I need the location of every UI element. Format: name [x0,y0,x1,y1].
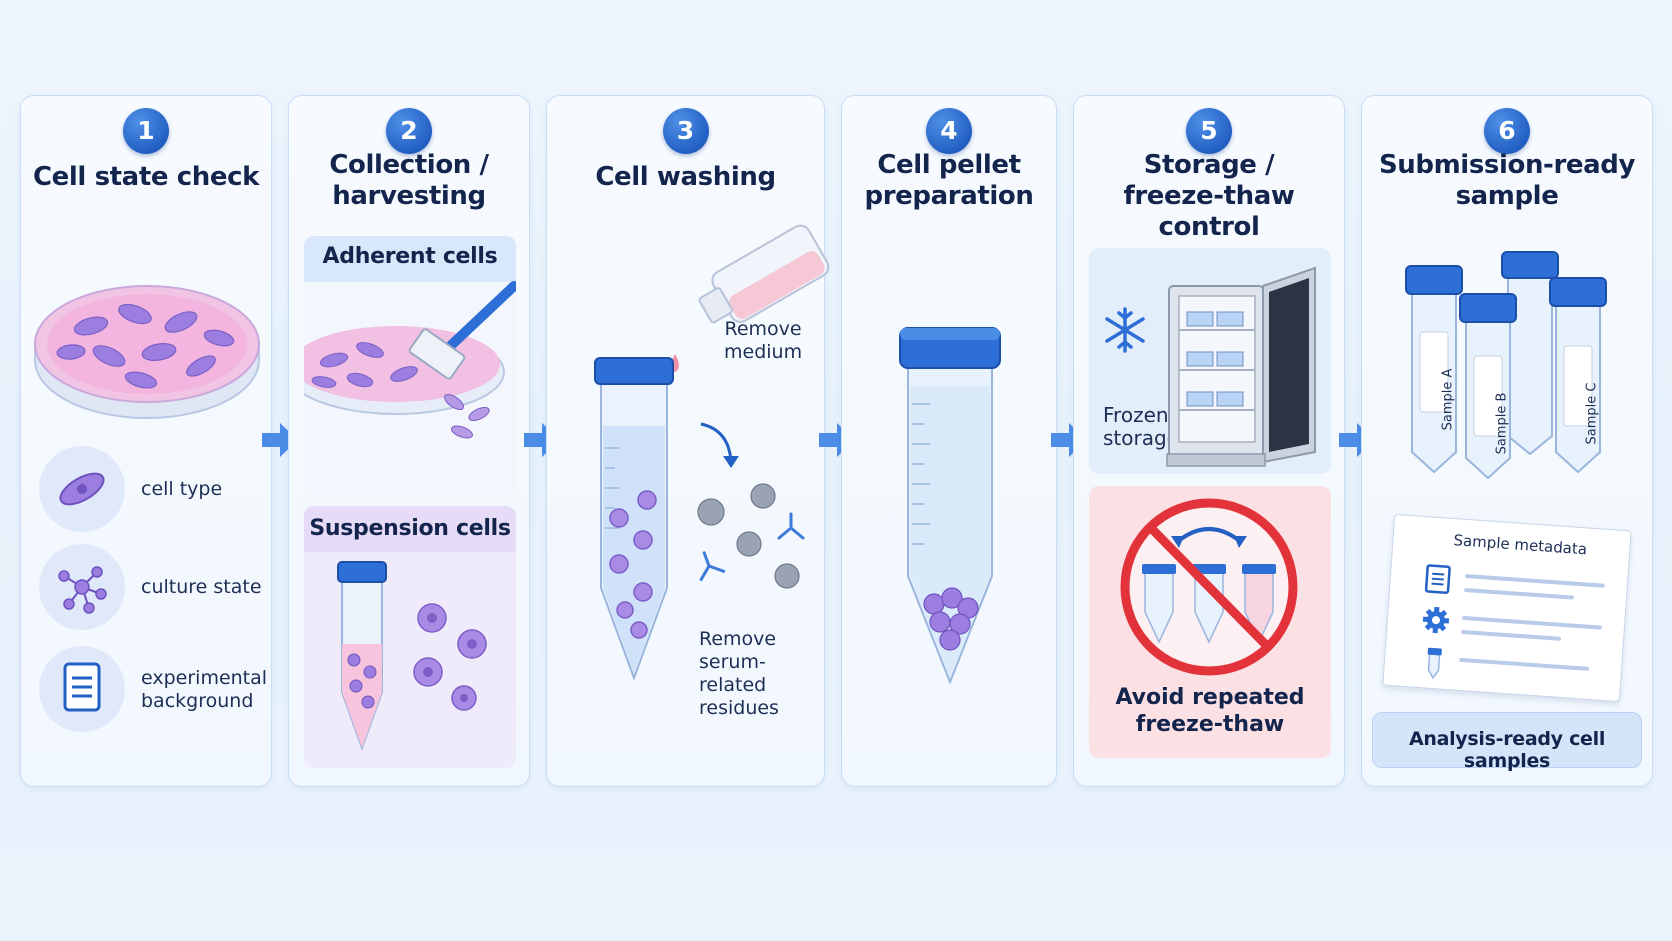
experimental-background-label: experimental background [141,667,268,712]
step-1-title: Cell state check [32,162,259,192]
step-3-badge: 3 [662,108,709,154]
step-6-title: Submission-ready sample [1378,150,1636,211]
freeze-thaw-warning-box: Avoid repeated freeze-thaw [1089,486,1331,758]
metadata-title: Sample metadata [1452,531,1588,559]
cell-type-label: cell type [141,478,223,500]
step-6-badge: 6 [1484,108,1530,154]
frozen-storage-label: Frozen storage [1103,403,1179,450]
step-5-title: Storage / freeze-thaw control [1123,150,1295,242]
step-5-panel: 5 Storage / freeze-thaw control Frozen s… [1073,95,1345,787]
tube-label-sample-c: Sample C [1584,382,1600,445]
tube-label-sample-b: Sample B [1494,392,1510,455]
mini-tube-icon [1427,647,1442,680]
step-5-badge: 5 [1186,108,1232,154]
culture-state-label: culture state [141,576,262,598]
step-2-badge: 2 [386,108,432,154]
dish-scraper-illustration [304,281,516,439]
step-4-badge: 4 [926,108,972,154]
analysis-ready-footer: Analysis-ready cell samples [1372,712,1642,772]
tube-label-sample-a: Sample A [1440,368,1456,431]
metadata-sheet: Sample metadata [1382,513,1632,703]
avoid-freeze-thaw-label: Avoid repeated freeze-thaw [1115,685,1305,737]
step-1-panel: 1 Cell state check cell type culture sta… [20,95,272,787]
analysis-ready-label: Analysis-ready cell samples [1408,728,1606,772]
gear-icon [1422,606,1450,634]
residues-illustration [697,422,805,589]
frozen-storage-box: Frozen storage [1089,248,1331,474]
step-3-panel: 3 Cell washing Remove medium [546,95,830,787]
step-2-title: Collection / harvesting [329,150,489,211]
step-4-title: Cell pellet preparation [864,150,1034,211]
step-4-panel: 4 Cell pellet preparation [841,95,1057,787]
metadata-document-icon [1424,564,1451,594]
snowflake-icon [1105,307,1145,353]
remove-medium-label: Remove medium [724,318,803,363]
culture-state-icon [39,544,125,630]
step-6-panel: 6 Submission-ready sample Sample A Sampl… [1361,95,1653,787]
suspension-cells-label: Suspension cells [309,516,511,541]
adherent-cells-label: Adherent cells [322,244,498,269]
no-freeze-thaw-icon [1120,498,1298,676]
step-2-panel: 2 Collection / harvesting Adherent cells [288,95,530,787]
step-1-badge: 1 [123,108,169,154]
suspension-cells-box: Suspension cells [304,506,516,768]
adherent-cells-box: Adherent cells [304,236,516,494]
step-3-title: Cell washing [595,162,776,192]
suspension-tube-illustration [337,561,487,751]
remove-residues-label: Remove serum-related residues [699,628,779,719]
wash-tube-illustration [594,357,674,681]
sample-tubes-illustration [1405,251,1607,480]
petri-dish-illustration [34,285,260,419]
pellet-tube-illustration [899,327,1001,685]
cell-type-icon [39,446,125,532]
freezer-illustration [1166,266,1316,467]
document-icon [39,646,125,732]
